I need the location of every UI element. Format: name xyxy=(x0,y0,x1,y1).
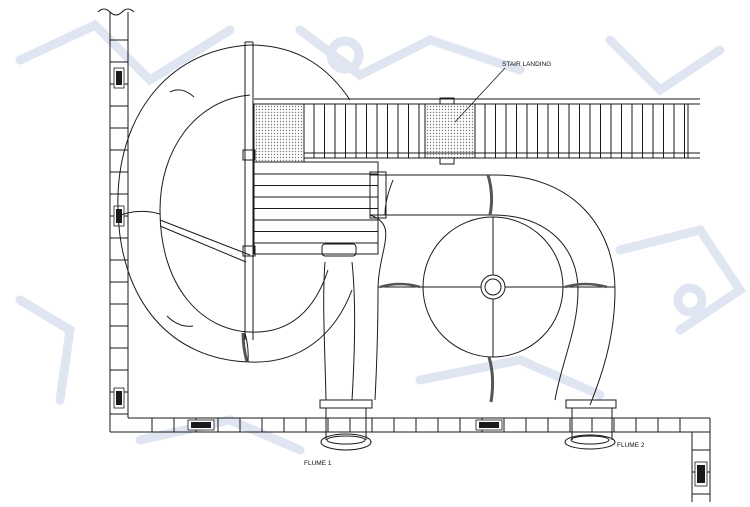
background-watermark xyxy=(15,19,747,455)
stair-landing-label: STAIR LANDING xyxy=(502,61,551,68)
flume-1-exit xyxy=(319,261,373,451)
flume-2-label: FLUME 2 xyxy=(617,442,645,449)
flume-2-exit xyxy=(564,399,617,450)
bottom-wall xyxy=(110,417,711,502)
flume-1-label: FLUME 1 xyxy=(304,460,332,467)
left-spiral-slide xyxy=(117,44,353,363)
left-wall xyxy=(97,8,135,432)
tower-platform xyxy=(242,41,476,340)
wall-markers xyxy=(113,67,708,487)
right-spiral-slide xyxy=(369,171,616,406)
stairway xyxy=(254,98,700,159)
stair-landing-leader xyxy=(454,67,506,123)
